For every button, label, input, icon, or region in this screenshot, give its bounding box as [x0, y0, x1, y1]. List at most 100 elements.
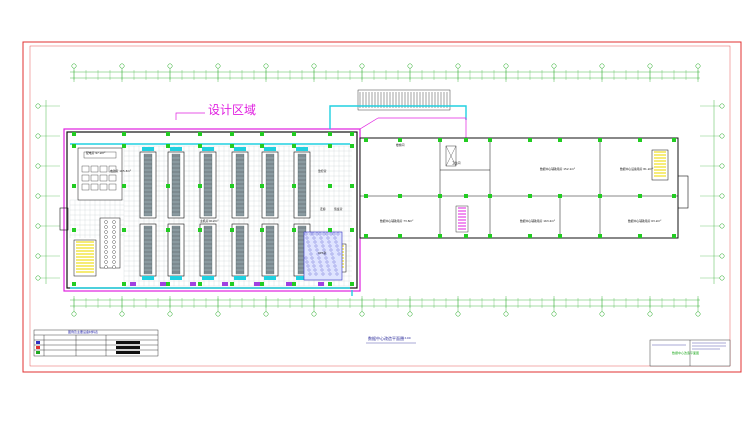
rack-row-cabinets [203, 153, 213, 217]
bottom-dimension-chain [70, 299, 700, 307]
axis-bubble [119, 311, 125, 317]
axis-bubble [407, 63, 413, 69]
ups-dot [311, 260, 315, 264]
column [292, 144, 296, 148]
axis-bubble [71, 311, 77, 317]
column [72, 144, 76, 148]
column [398, 234, 402, 238]
axis-bubble [599, 311, 605, 317]
ups-dot [320, 240, 324, 244]
axis-bubble [695, 311, 701, 317]
power-cabinet [81, 165, 90, 173]
ups-dot [308, 248, 312, 252]
axis-bubble-right [719, 253, 725, 259]
column [292, 228, 296, 232]
room-label: 值班室 [334, 207, 343, 211]
axis-bubble [359, 63, 365, 69]
column [558, 234, 562, 238]
main-plan-scale: 1:100 [402, 336, 411, 340]
ups-dot [325, 232, 329, 236]
column [364, 234, 368, 238]
ups-dot [329, 232, 333, 236]
top-dimension-chain [70, 71, 700, 79]
column [350, 282, 354, 286]
column [672, 194, 676, 198]
column [598, 138, 602, 142]
ups-dot [322, 232, 326, 236]
column [350, 228, 354, 232]
column [230, 132, 234, 136]
axis-bubble-right [719, 193, 725, 199]
axis-bubble [71, 63, 77, 69]
ups-dot [307, 268, 311, 272]
column [638, 194, 642, 198]
rack-cooling-unit [234, 276, 246, 280]
column [528, 194, 532, 198]
ups-dot [336, 248, 340, 252]
rack-cooling-unit [170, 147, 182, 151]
ups-dot [319, 236, 323, 240]
axis-bubble-right [719, 163, 725, 169]
ups-dot [334, 268, 338, 272]
battery-cell [104, 220, 108, 224]
power-cabinet [81, 174, 90, 182]
battery-cell [112, 245, 116, 249]
column [438, 138, 442, 142]
column [464, 138, 468, 142]
column [672, 138, 676, 142]
rack-row-cabinets [265, 153, 275, 217]
column [398, 138, 402, 142]
ups-dot [316, 252, 320, 256]
ups-room-zone [303, 231, 343, 281]
battery-cell [112, 250, 116, 254]
room-label: UPS室 [318, 251, 327, 255]
ups-dot [313, 268, 317, 272]
room-label: 楼梯间 [396, 143, 405, 147]
ups-dot [318, 232, 322, 236]
room-label: 电池室 105.3m² [110, 169, 131, 173]
column [260, 132, 264, 136]
column [198, 184, 202, 188]
ups-dot [320, 268, 324, 272]
ups-dot [315, 248, 319, 252]
column [122, 184, 126, 188]
ups-dot [309, 232, 313, 236]
room-label: 监控室 [318, 169, 327, 173]
crac-unit [318, 282, 324, 286]
purple-stair-frame [455, 205, 469, 233]
column [198, 228, 202, 232]
rack-cooling-unit [234, 147, 246, 151]
column [364, 194, 368, 198]
column [398, 194, 402, 198]
design-area-label: 设计区域 [208, 103, 257, 117]
column [230, 144, 234, 148]
axis-bubble [551, 63, 557, 69]
axis-bubble-left [35, 275, 41, 281]
ups-dot [311, 232, 315, 236]
battery-cell [104, 245, 108, 249]
column [350, 132, 354, 136]
axis-bubble-left [35, 253, 41, 259]
shaft-cross [445, 145, 457, 167]
ups-dot [317, 256, 321, 260]
column [122, 282, 126, 286]
ups-dot [304, 256, 308, 260]
column [350, 184, 354, 188]
column [260, 282, 264, 286]
rack-cooling-unit [202, 276, 214, 280]
battery-cell [112, 225, 116, 229]
ups-dot [328, 272, 332, 276]
column [72, 132, 76, 136]
axis-bubble-left [35, 163, 41, 169]
axis-bubble [311, 63, 317, 69]
column [528, 234, 532, 238]
ups-dot [329, 248, 333, 252]
axis-bubble [407, 311, 413, 317]
column [488, 234, 492, 238]
top-axis-markers [71, 63, 701, 82]
column [350, 144, 354, 148]
axis-bubble-left [35, 133, 41, 139]
column [328, 144, 332, 148]
ups-dot [312, 236, 316, 240]
